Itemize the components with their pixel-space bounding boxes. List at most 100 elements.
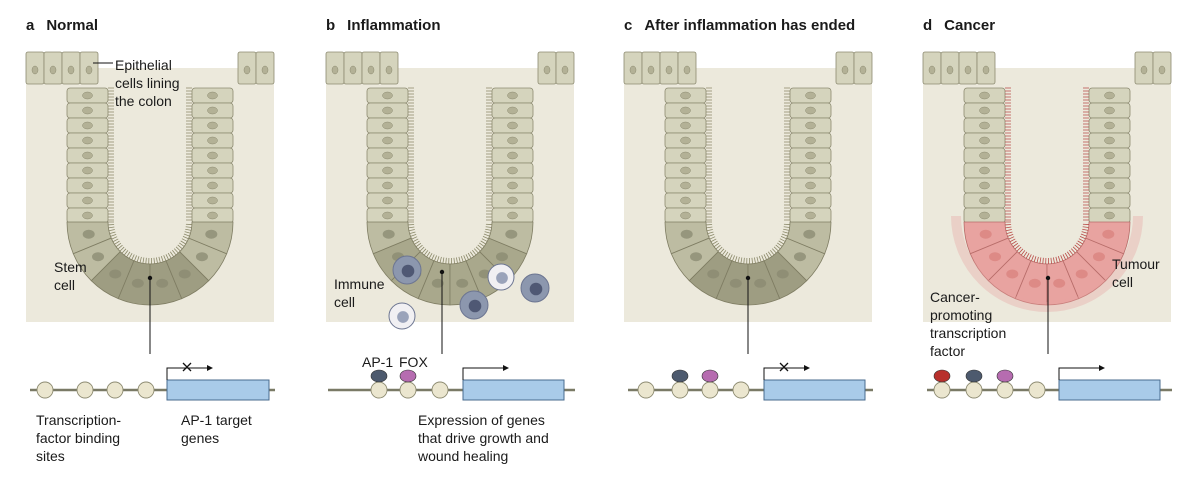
cell-nucleus <box>1104 211 1115 220</box>
cell-nucleus <box>82 106 93 115</box>
cell-nucleus <box>243 65 251 75</box>
cell-nucleus <box>1104 181 1115 190</box>
label-line: cell <box>334 294 356 310</box>
immune-cell-nucleus <box>529 282 543 296</box>
cell-nucleus <box>979 151 990 160</box>
cell-nucleus <box>82 211 93 220</box>
brush-border <box>706 87 790 264</box>
brush-border <box>1005 87 1089 264</box>
label-line: Tumour <box>1112 256 1160 272</box>
cell-nucleus <box>1104 136 1115 145</box>
cell-nucleus <box>1075 269 1088 279</box>
label-line: promoting <box>930 307 993 323</box>
ap1-factor <box>671 369 689 383</box>
cell-nucleus <box>805 211 816 220</box>
cell-nucleus <box>1104 151 1115 160</box>
label-line: cell <box>1112 274 1134 290</box>
panel-title-text: Normal <box>46 17 99 34</box>
cell-nucleus <box>382 181 393 190</box>
cell-nucleus <box>680 196 691 205</box>
cell-nucleus <box>928 65 936 75</box>
cell-nucleus <box>680 151 691 160</box>
cell-nucleus <box>205 229 218 239</box>
binding-site <box>732 381 750 399</box>
cell-nucleus <box>382 106 393 115</box>
immune-cell-nucleus <box>468 299 482 313</box>
cell-nucleus <box>67 65 75 75</box>
cell-nucleus <box>382 196 393 205</box>
cell-nucleus <box>805 166 816 175</box>
cell-nucleus <box>82 166 93 175</box>
cell-nucleus <box>131 278 144 288</box>
cell-nucleus <box>82 196 93 205</box>
label-line: cell <box>54 277 76 293</box>
cell-nucleus <box>382 211 393 220</box>
immune-cell-nucleus <box>401 264 415 278</box>
cell-nucleus <box>195 252 208 262</box>
cell-nucleus <box>456 278 469 288</box>
cell-nucleus <box>680 211 691 220</box>
cell-nucleus <box>495 252 508 262</box>
cell-nucleus <box>382 229 395 239</box>
binding-sites-label: Transcription- factor binding sites <box>36 411 121 465</box>
cell-nucleus <box>629 65 637 75</box>
label-line: Immune <box>334 276 385 292</box>
panel-letter: b <box>326 17 336 34</box>
label-line: transcription <box>930 325 1007 341</box>
cell-nucleus <box>979 91 990 100</box>
cell-nucleus <box>805 106 816 115</box>
cell-nucleus <box>507 181 518 190</box>
fox-label: FOX <box>399 354 428 370</box>
cell-nucleus <box>507 136 518 145</box>
label-line: that drive growth and <box>418 430 549 446</box>
blocked-cross <box>779 362 789 372</box>
binding-site <box>996 381 1014 399</box>
crypt-diagram-normal <box>25 51 275 401</box>
cell-nucleus <box>92 252 105 262</box>
cell-nucleus <box>683 65 691 75</box>
panel-title-text: Inflammation <box>347 17 441 34</box>
epithelial-label: Epithelial cells lining the colon <box>115 56 180 110</box>
immune-cell-nucleus <box>397 311 409 323</box>
label-line: factor binding <box>36 430 121 446</box>
fox-factor <box>701 369 719 383</box>
cell-nucleus <box>505 229 518 239</box>
cell-nucleus <box>207 166 218 175</box>
label-line: wound healing <box>418 448 509 464</box>
cell-nucleus <box>207 121 218 130</box>
cell-nucleus <box>680 91 691 100</box>
label-line: genes <box>181 430 220 446</box>
cell-nucleus <box>507 91 518 100</box>
promoter-arrow <box>1058 367 1099 380</box>
cell-nucleus <box>707 269 720 279</box>
cell-nucleus <box>979 106 990 115</box>
gene-box <box>166 379 270 401</box>
tumour-cell-label: Tumour cell <box>1112 255 1160 291</box>
cell-nucleus <box>979 166 990 175</box>
cell-nucleus <box>964 65 972 75</box>
brush-border <box>408 87 492 264</box>
cell-nucleus <box>805 136 816 145</box>
cell-nucleus <box>979 211 990 220</box>
cell-nucleus <box>156 278 169 288</box>
cell-nucleus <box>805 121 816 130</box>
cell-nucleus <box>382 151 393 160</box>
cell-nucleus <box>1158 65 1166 75</box>
cell-nucleus <box>82 136 93 145</box>
binding-site <box>370 381 388 399</box>
cell-nucleus <box>349 65 357 75</box>
cell-nucleus <box>805 91 816 100</box>
cell-nucleus <box>507 211 518 220</box>
cell-nucleus <box>49 65 57 75</box>
cell-nucleus <box>805 151 816 160</box>
cell-nucleus <box>82 151 93 160</box>
crypt-diagram-after-inflammation <box>623 51 873 401</box>
fox-factor <box>996 369 1014 383</box>
promoter-arrow <box>166 367 207 380</box>
cell-nucleus <box>207 196 218 205</box>
cell-nucleus <box>382 121 393 130</box>
arrow-head <box>503 365 509 371</box>
